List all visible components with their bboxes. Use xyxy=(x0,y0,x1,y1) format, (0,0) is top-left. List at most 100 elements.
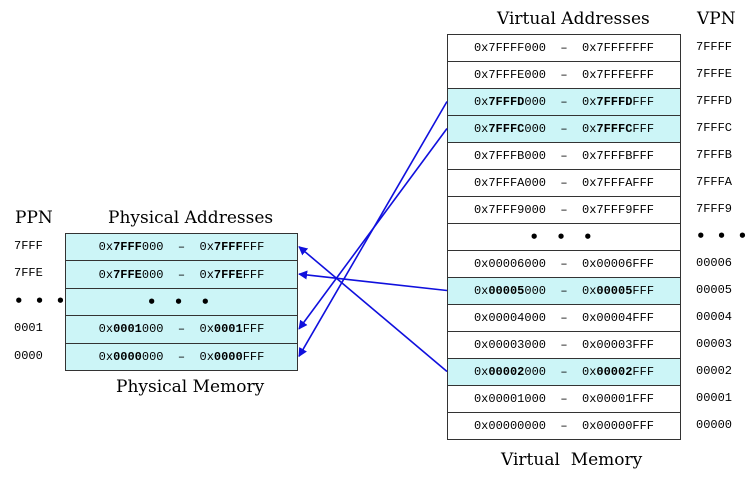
virtual-addresses-title: Virtual Addresses xyxy=(497,9,650,29)
range-separator: – xyxy=(545,419,582,433)
vpn-label: 7FFFD xyxy=(696,94,733,108)
ppn-header: PPN xyxy=(15,208,53,228)
range-start-page: 0001 xyxy=(113,322,142,337)
range-separator: – xyxy=(163,349,200,364)
range-end: 0x7FFFAFFF xyxy=(582,176,655,190)
vpn-header: VPN xyxy=(697,9,736,29)
range-end-page: 7FFFC xyxy=(596,122,633,136)
vpn-label: 00006 xyxy=(696,256,733,270)
range-separator: – xyxy=(545,284,582,298)
range-end-page: 00002 xyxy=(596,365,633,379)
range-end-page: 0001 xyxy=(213,322,243,337)
range-start-page: 7FFFC xyxy=(488,122,525,136)
range-end-offset: FFF xyxy=(242,349,265,364)
mapping-arrow-00005-to-7FFE xyxy=(298,270,448,292)
range-end: 0x7FFFBFFF xyxy=(582,149,655,163)
virtual-row-7FFFE: 0x7FFFE000 – 0x7FFFEFFF xyxy=(448,62,680,89)
vpn-label: 7FFFC xyxy=(696,121,733,135)
virtual-row-00000: 0x00000000 – 0x00000FFF xyxy=(448,413,680,440)
range-start-prefix: 0x xyxy=(473,284,489,298)
physical-memory-label: Physical Memory xyxy=(116,377,265,397)
vpn-label: 00004 xyxy=(696,310,733,324)
range-start-offset: 000 xyxy=(524,284,546,298)
range-end-page: 0000 xyxy=(213,349,243,364)
range-end-prefix: 0x xyxy=(582,122,597,136)
range-separator: – xyxy=(545,176,582,190)
physical-addresses-title: Physical Addresses xyxy=(108,208,274,228)
range-start-prefix: 0x xyxy=(98,349,114,364)
range-end-page: 00005 xyxy=(596,284,633,298)
range-end-offset: FFF xyxy=(632,365,655,379)
range-start-page: 00005 xyxy=(488,284,525,298)
range-end-offset: FFF xyxy=(242,322,265,337)
range-start: 0x7FFFF000 xyxy=(473,41,546,55)
ellipsis: • • • xyxy=(146,292,217,311)
range-end: 0x7FFFEFFF xyxy=(582,68,655,82)
vpn-label: 7FFFE xyxy=(696,67,733,81)
range-start-page: 7FFF xyxy=(113,240,142,255)
range-separator: – xyxy=(163,267,200,282)
virtual-row-7FFFA: 0x7FFFA000 – 0x7FFFAFFF xyxy=(448,170,680,197)
range-start: 0x7FFFA000 xyxy=(473,176,546,190)
virtual-row-7FFF9: 0x7FFF9000 – 0x7FFF9FFF xyxy=(448,197,680,224)
range-end-prefix: 0x xyxy=(582,284,597,298)
range-start: 0x00004000 xyxy=(473,311,546,325)
ppn-label: 0000 xyxy=(14,348,43,363)
range-end-prefix: 0x xyxy=(582,95,597,109)
mapping-arrow-7FFFC-to-0001 xyxy=(298,128,448,330)
range-start-page: 00002 xyxy=(488,365,525,379)
range-end-prefix: 0x xyxy=(199,267,214,282)
vpn-label: 7FFFA xyxy=(696,175,733,189)
range-start-prefix: 0x xyxy=(98,267,114,282)
range-separator: – xyxy=(545,392,582,406)
range-separator: – xyxy=(545,122,582,136)
range-start-prefix: 0x xyxy=(98,322,114,337)
range-separator: – xyxy=(545,41,582,55)
range-start-offset: 000 xyxy=(524,95,546,109)
range-end-prefix: 0x xyxy=(582,365,597,379)
virtual-row-00006: 0x00006000 – 0x00006FFF xyxy=(448,251,680,278)
ppn-label: • • • xyxy=(14,291,69,310)
range-separator: – xyxy=(545,311,582,325)
physical-row-• • •: • • • xyxy=(66,288,297,317)
range-end-prefix: 0x xyxy=(199,240,214,255)
vpn-label: 00000 xyxy=(696,418,733,432)
range-start: 0x00003000 xyxy=(473,338,546,352)
range-end-offset: FFF xyxy=(632,122,655,136)
ppn-label: 7FFE xyxy=(14,266,43,281)
range-start-offset: 000 xyxy=(141,267,164,282)
range-start-prefix: 0x xyxy=(473,365,489,379)
range-end: 0x00000FFF xyxy=(582,419,655,433)
range-end-offset: FFF xyxy=(242,240,265,255)
range-end: 0x7FFFFFFF xyxy=(582,41,655,55)
range-end: 0x7FFF9FFF xyxy=(582,203,655,217)
range-separator: – xyxy=(545,203,582,217)
range-end: 0x00001FFF xyxy=(582,392,655,406)
range-start: 0x7FFFB000 xyxy=(473,149,546,163)
mapping-arrow-00002-to-7FFF xyxy=(298,246,448,373)
virtual-row-00001: 0x00001000 – 0x00001FFF xyxy=(448,386,680,413)
range-start-offset: 000 xyxy=(524,122,546,136)
vpn-label: 00003 xyxy=(696,337,733,351)
range-end: 0x00004FFF xyxy=(582,311,655,325)
virtual-row-• • •: • • • xyxy=(448,224,680,251)
range-start-offset: 000 xyxy=(141,240,164,255)
range-separator: – xyxy=(163,240,200,255)
range-start-page: 7FFFD xyxy=(488,95,525,109)
range-start: 0x7FFF9000 xyxy=(473,203,546,217)
range-start-offset: 000 xyxy=(141,322,164,337)
range-separator: – xyxy=(545,95,582,109)
virtual-row-7FFFF: 0x7FFFF000 – 0x7FFFFFFF xyxy=(448,35,680,62)
range-start-page: 0000 xyxy=(113,349,142,364)
vpn-label: 00005 xyxy=(696,283,733,297)
range-start-offset: 000 xyxy=(524,365,546,379)
vpn-label: 7FFFB xyxy=(696,148,733,162)
